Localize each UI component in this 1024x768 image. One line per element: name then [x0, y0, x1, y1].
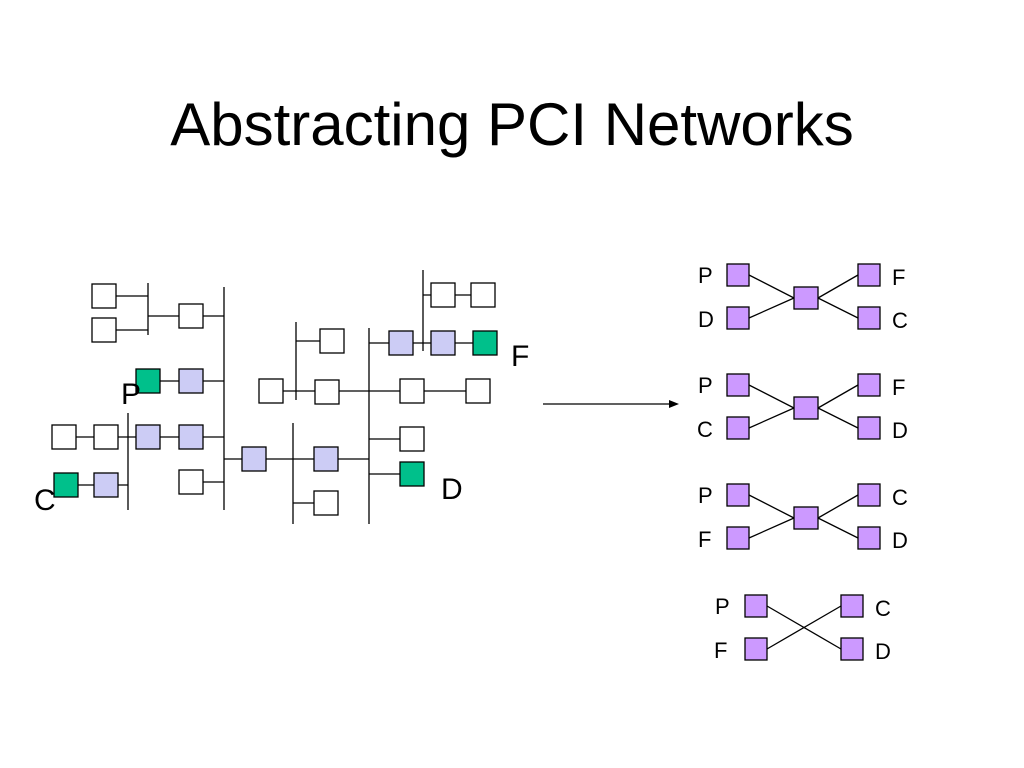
empty-slot: [314, 379, 340, 405]
empty-slot: [465, 378, 491, 404]
abstract-switch-node: [793, 286, 819, 310]
abstract-node-right-top: [857, 263, 881, 287]
endpoint-d: [399, 461, 425, 487]
abstract-label-right-bottom: D: [892, 418, 908, 443]
label-p: P: [121, 378, 141, 411]
abstract-node-right-top: [857, 483, 881, 507]
empty-slot: [178, 303, 204, 329]
abstract-label-right-bottom: D: [892, 528, 908, 553]
abstract-label-left-bottom: D: [698, 307, 714, 332]
abstract-label-right-bottom: C: [892, 308, 908, 333]
empty-slot: [399, 426, 425, 452]
empty-slot: [51, 424, 77, 450]
switch-node: [430, 330, 456, 356]
abstract-label-right-top: F: [892, 375, 905, 400]
endpoint-f: [472, 330, 498, 356]
abstract-node-right-bottom: [840, 637, 864, 661]
abstract-label-right-top: F: [892, 265, 905, 290]
abstraction-links: [748, 274, 859, 319]
empty-slot: [178, 469, 204, 495]
abstraction-2: P C F D: [697, 373, 908, 443]
empty-slot: [93, 424, 119, 450]
abstract-label-left-bottom: F: [714, 638, 727, 663]
endpoint-labels: P C F D: [34, 340, 529, 517]
abstract-label-right-top: C: [875, 596, 891, 621]
physical-network: P C F D: [34, 270, 529, 524]
abstraction-links: [766, 605, 842, 650]
abstraction-3: P F C D: [698, 483, 908, 553]
abstraction-4: P F C D: [714, 594, 891, 664]
abstract-label-left-bottom: F: [698, 527, 711, 552]
abstract-label-left-top: P: [698, 263, 713, 288]
endpoint-c: [53, 472, 79, 498]
empty-slot: [399, 378, 425, 404]
abstract-node-left-top: [744, 594, 768, 618]
empty-slot: [91, 317, 117, 343]
abstract-node-right-top: [840, 594, 864, 618]
abstract-label-right-top: C: [892, 485, 908, 510]
empty-slot: [470, 282, 496, 308]
abstract-node-left-top: [726, 483, 750, 507]
abstraction-links: [748, 494, 859, 539]
empty-slot: [258, 378, 284, 404]
abstract-node-left-top: [726, 263, 750, 287]
abstract-label-left-top: P: [698, 483, 713, 508]
empty-slot: [430, 282, 456, 308]
abstract-node-right-bottom: [857, 526, 881, 550]
empty-slot: [91, 283, 117, 309]
abstraction-1: P D F C: [698, 263, 908, 333]
abstract-node-left-bottom: [744, 637, 768, 661]
switch-node: [388, 330, 414, 356]
label-d: D: [441, 473, 463, 506]
abstract-label-right-bottom: D: [875, 639, 891, 664]
switch-node: [93, 472, 119, 498]
switch-node: [178, 368, 204, 394]
abstract-switch-node: [793, 396, 819, 420]
abstract-node-left-top: [726, 373, 750, 397]
abstract-node-right-bottom: [857, 306, 881, 330]
abstraction-arrow: [543, 400, 679, 408]
pci-slots: [51, 282, 498, 516]
abstract-node-right-bottom: [857, 416, 881, 440]
abstract-node-left-bottom: [726, 306, 750, 330]
switch-node: [313, 446, 339, 472]
label-f: F: [511, 340, 529, 373]
switch-node: [135, 424, 161, 450]
switch-node: [241, 446, 267, 472]
empty-slot: [313, 490, 339, 516]
abstract-label-left-top: P: [715, 594, 730, 619]
abstract-node-left-bottom: [726, 416, 750, 440]
switch-node: [178, 424, 204, 450]
empty-slot: [319, 328, 345, 354]
abstract-label-left-bottom: C: [697, 417, 713, 442]
slide-title: Abstracting PCI Networks: [170, 91, 854, 158]
abstract-node-left-bottom: [726, 526, 750, 550]
abstract-label-left-top: P: [698, 373, 713, 398]
abstract-switch-node: [793, 506, 819, 530]
abstract-node-right-top: [857, 373, 881, 397]
label-c: C: [34, 484, 56, 517]
abstraction-links: [748, 384, 859, 429]
endpoint-p: [135, 368, 161, 394]
